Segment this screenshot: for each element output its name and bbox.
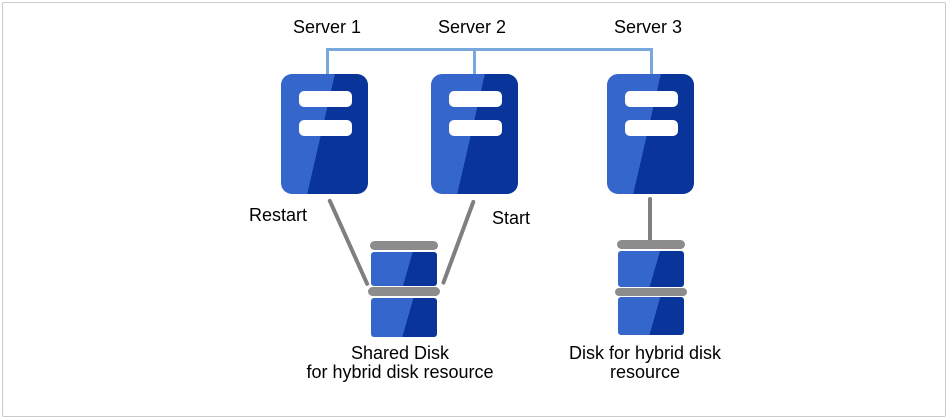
interconnect-horizontal-line <box>326 48 653 51</box>
disk-platter <box>371 298 437 337</box>
disk-platter <box>618 251 684 287</box>
start-label: Start <box>492 208 531 228</box>
restart-label: Restart <box>249 205 308 225</box>
server-1-label: Server 1 <box>292 17 362 37</box>
server-slot-bar <box>449 120 502 136</box>
hybrid-disk-caption: Disk for hybrid disk resource <box>525 344 765 382</box>
shared-disk-caption-line2: for hybrid disk resource <box>306 362 494 382</box>
disk-cap <box>617 240 685 249</box>
disk-separator <box>615 288 687 296</box>
server-slot-bar <box>625 120 678 136</box>
hybrid-disk-caption-line1: Disk for hybrid disk <box>568 343 722 363</box>
server-3-label: Server 3 <box>613 17 683 37</box>
disk-cap <box>370 241 438 250</box>
disk-platter <box>618 297 684 335</box>
server-2-icon <box>431 74 518 194</box>
server-slot-bar <box>449 91 502 107</box>
disk-platter <box>371 252 437 286</box>
shared-disk-caption: Shared Disk for hybrid disk resource <box>280 344 520 382</box>
hybrid-disk-caption-line2: resource <box>609 362 681 382</box>
server-1-icon <box>281 74 368 194</box>
server-slot-bar <box>299 91 352 107</box>
server-3-icon <box>607 74 694 194</box>
server-slot-bar <box>625 91 678 107</box>
shared-disk-caption-line1: Shared Disk <box>350 343 450 363</box>
link-server2-shared-disk-line <box>440 199 476 286</box>
interconnect-drop-server-3 <box>650 48 653 75</box>
link-server3-disk-line <box>648 197 652 242</box>
interconnect-drop-server-1 <box>326 48 329 75</box>
link-server1-shared-disk-line <box>327 198 370 287</box>
server-slot-bar <box>299 120 352 136</box>
server-2-label: Server 2 <box>437 17 507 37</box>
interconnect-drop-server-2 <box>473 48 476 75</box>
disk-separator <box>368 287 440 296</box>
